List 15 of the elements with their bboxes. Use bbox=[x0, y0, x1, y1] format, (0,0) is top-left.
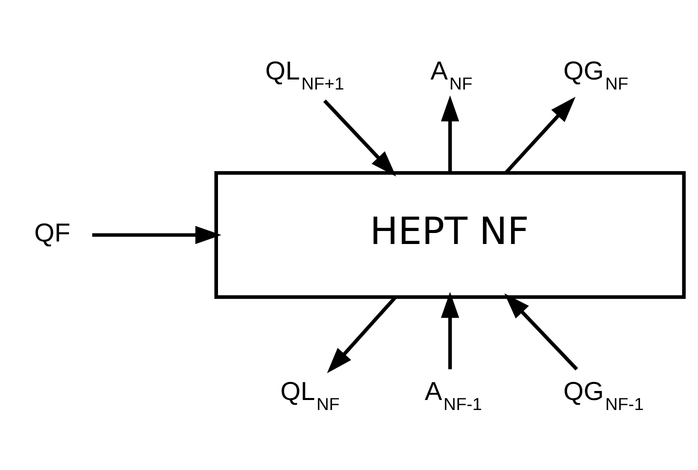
node-text: QL$_{NF+1}$ bbox=[265, 56, 344, 94]
node-text: QF bbox=[34, 217, 70, 248]
node-text: QG$_{NF-1}$ bbox=[563, 376, 644, 414]
arrow bbox=[504, 96, 576, 174]
node-text: QG$_{NF}$ bbox=[563, 56, 628, 94]
arrow bbox=[440, 292, 460, 370]
node-text: QL$_{NF}$ bbox=[280, 376, 340, 414]
arrow bbox=[92, 226, 222, 244]
arrow bbox=[327, 296, 397, 374]
arrow bbox=[323, 100, 396, 176]
arrow bbox=[440, 95, 460, 172]
node-box: HEPT NF bbox=[214, 171, 686, 299]
node-text: A$_{NF}$ bbox=[430, 56, 472, 94]
node-text: A$_{NF-1}$ bbox=[424, 376, 482, 414]
arrow bbox=[504, 293, 578, 370]
